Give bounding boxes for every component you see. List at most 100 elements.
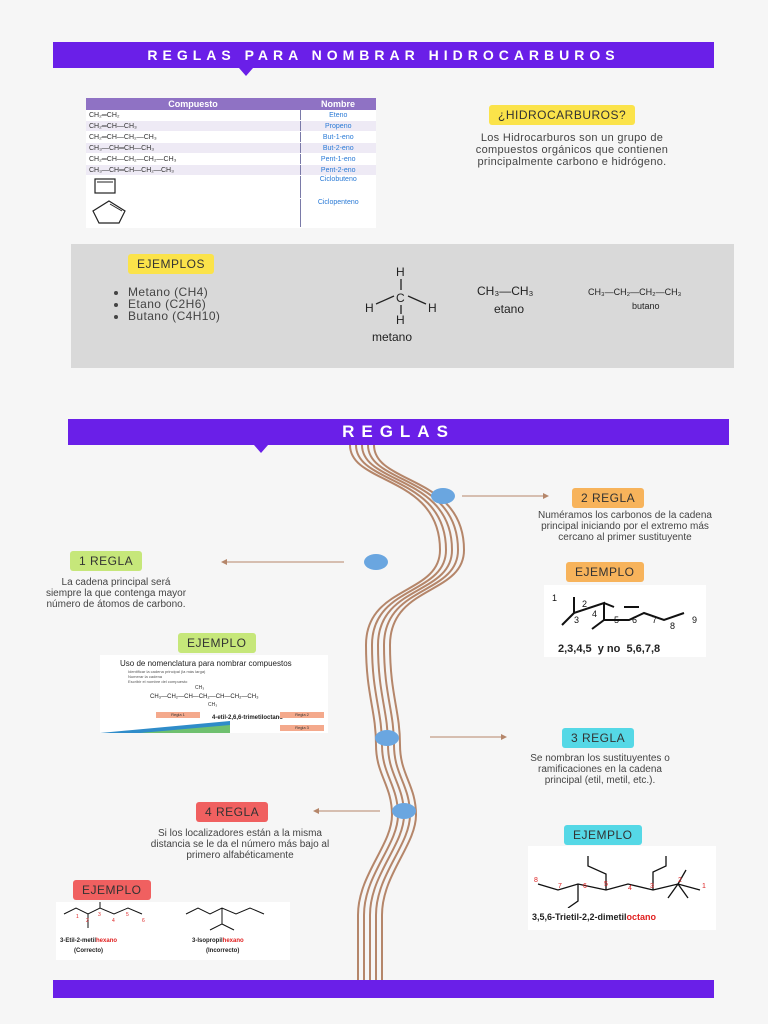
table-header-compuesto: Compuesto — [86, 98, 300, 110]
locant: 1 — [552, 593, 557, 603]
locant: 5 — [614, 615, 619, 625]
rule1-card-label-1: Regla 1 — [156, 712, 200, 718]
table-cell-name: Ciclopenteno — [299, 198, 376, 228]
butano-formula: CH₃—CH₂—CH₂—CH₃ — [588, 287, 682, 297]
metano-atom-h-left: H — [365, 301, 374, 315]
rule4-incorrect-note: (Incorrecto) — [206, 948, 240, 954]
timeline-node-rule2 — [431, 488, 455, 504]
etano-formula: CH₃—CH₃ — [477, 284, 534, 298]
locant: 7 — [652, 615, 657, 625]
list-item: Butano (C4H10) — [128, 310, 220, 322]
rule1-card-title: Uso de nomenclatura para nombrar compues… — [120, 659, 292, 668]
rule2-example-tag: EJEMPLO — [566, 562, 644, 582]
rule4-incorrect-prefix: 3-Isopropil — [192, 938, 223, 944]
metano-atom-h-right: H — [428, 301, 437, 315]
table-cell-name: Propeno — [299, 120, 376, 132]
rule4-correct-name: 3-Etil-2-metilhexano — [60, 938, 117, 944]
rule1-text: La cadena principal será siempre la que … — [45, 577, 187, 610]
rule4-correct-prefix: 3-Etil-2-metil — [60, 938, 97, 944]
rule1-card-label-3: Regla 3 — [280, 725, 324, 731]
list-item: Identificar la cadena principal (la más … — [128, 669, 206, 674]
table-row: Ciclopenteno — [86, 198, 376, 228]
locant: 2 — [678, 877, 682, 884]
rule4-example-tag: EJEMPLO — [73, 880, 151, 900]
rule1-card-gradient-bar — [100, 721, 230, 733]
table-cell-formula: CH₂═CH₂ — [86, 110, 300, 121]
locant: 6 — [632, 615, 637, 625]
table-cell-name: Eteno — [299, 110, 376, 121]
hidrocarburos-tag: ¿HIDROCARBUROS? — [489, 105, 636, 125]
cyclobutene-structure — [86, 175, 300, 199]
locant: 4 — [592, 609, 597, 619]
locant: 5 — [604, 881, 608, 888]
locant: 1 — [702, 883, 706, 890]
rule3-caption-suffix: octano — [626, 912, 657, 922]
rule1-example-card: Uso de nomenclatura para nombrar compues… — [100, 655, 328, 733]
rule1-card-ch3-bottom: CH₃ — [208, 702, 218, 708]
metano-label: metano — [372, 330, 413, 344]
metano-structure: H C H H H — [362, 264, 442, 344]
rule1-card-steps: Identificar la cadena principal (la más … — [128, 669, 205, 684]
table-row: Ciclobuteno — [86, 175, 376, 199]
rule4-correct-suffix: hexano — [96, 938, 118, 944]
table-cell-name: But-2-eno — [299, 142, 376, 154]
ejemplos-tag: EJEMPLOS — [128, 254, 215, 274]
rule1-tag: 1 REGLA — [70, 551, 143, 571]
rule1-card-label-2: Regla 2 — [280, 712, 324, 718]
metano-atom-h-top: H — [396, 265, 405, 279]
rule3-tag: 3 REGLA — [562, 728, 635, 748]
list-item: Metano (CH4) — [128, 286, 220, 298]
locant: 3 — [574, 615, 579, 625]
rules-title: REGLAS — [342, 422, 455, 441]
etano-label: etano — [494, 302, 525, 316]
butano-label: butano — [632, 301, 660, 311]
rule2-text: Numéramos los carbonos de la cadena prin… — [538, 510, 712, 543]
locant: 4 — [628, 885, 632, 892]
rule3-text: Se nombran los sustituyentes o ramificac… — [530, 753, 670, 786]
rules-banner: REGLAS — [68, 419, 729, 445]
rule1-example-tag: EJEMPLO — [178, 633, 256, 653]
locant: 1 — [76, 914, 79, 920]
locant: 3 — [650, 883, 654, 890]
rule1-card-name: 4-etil-2,6,6-trimetiloctano — [212, 715, 284, 721]
metano-atom-c: C — [396, 291, 405, 305]
footer-bar — [53, 980, 714, 998]
rule1-card-ch3-top: CH₃ — [195, 685, 205, 691]
rule4-text: Si los localizadores están a la misma di… — [150, 828, 330, 861]
locant: 6 — [142, 918, 145, 924]
hidrocarburos-definition: Los Hidrocarburos son un grupo de compue… — [475, 132, 669, 168]
rule1-card-chain: CH₃—CH₂—CH—CH₂—CH—CH₂—CH₃ — [150, 694, 259, 700]
river-timeline — [349, 445, 466, 980]
locant: 2 — [86, 918, 89, 924]
cyclopentene-structure — [86, 198, 300, 228]
locant: 5 — [126, 912, 129, 918]
locant: 9 — [692, 615, 697, 625]
locant: 3 — [98, 912, 101, 918]
timeline-node-rule4 — [392, 803, 416, 819]
list-item: Numerar la cadena — [128, 674, 163, 679]
rule4-skeletons: 1 2 3 4 5 6 — [63, 902, 265, 931]
locant: 2 — [582, 599, 587, 609]
rule2-skeleton: 1 2 3 4 5 6 7 8 9 — [552, 593, 697, 631]
table-cell-name: But-1-eno — [299, 131, 376, 143]
rule2-caption: 2,3,4,5 y no 5,6,7,8 — [558, 643, 661, 655]
rule4-tag: 4 REGLA — [196, 802, 269, 822]
table-cell-formula: CH₂═CH—CH₂—CH₃ — [86, 131, 300, 143]
rules-banner-arrow — [254, 445, 268, 453]
rule3-example-card: 8 7 6 5 4 3 2 1 3,5,6-Trietil-2,2-dimeti… — [528, 846, 716, 930]
rule4-example-card: 1 2 3 4 5 6 3-Etil-2-metilhexano (Correc… — [56, 902, 290, 960]
list-item: Escribir el nombre del compuesto — [128, 679, 188, 684]
banner-arrow — [239, 68, 253, 76]
metano-atom-h-bottom: H — [396, 313, 405, 324]
table-cell-name: Pent-2-eno — [299, 164, 376, 176]
examples-list: Metano (CH4) Etano (C2H6) Butano (C4H10) — [110, 286, 220, 322]
rule4-correct-note: (Correcto) — [74, 948, 104, 954]
timeline-node-rule1 — [364, 554, 388, 570]
